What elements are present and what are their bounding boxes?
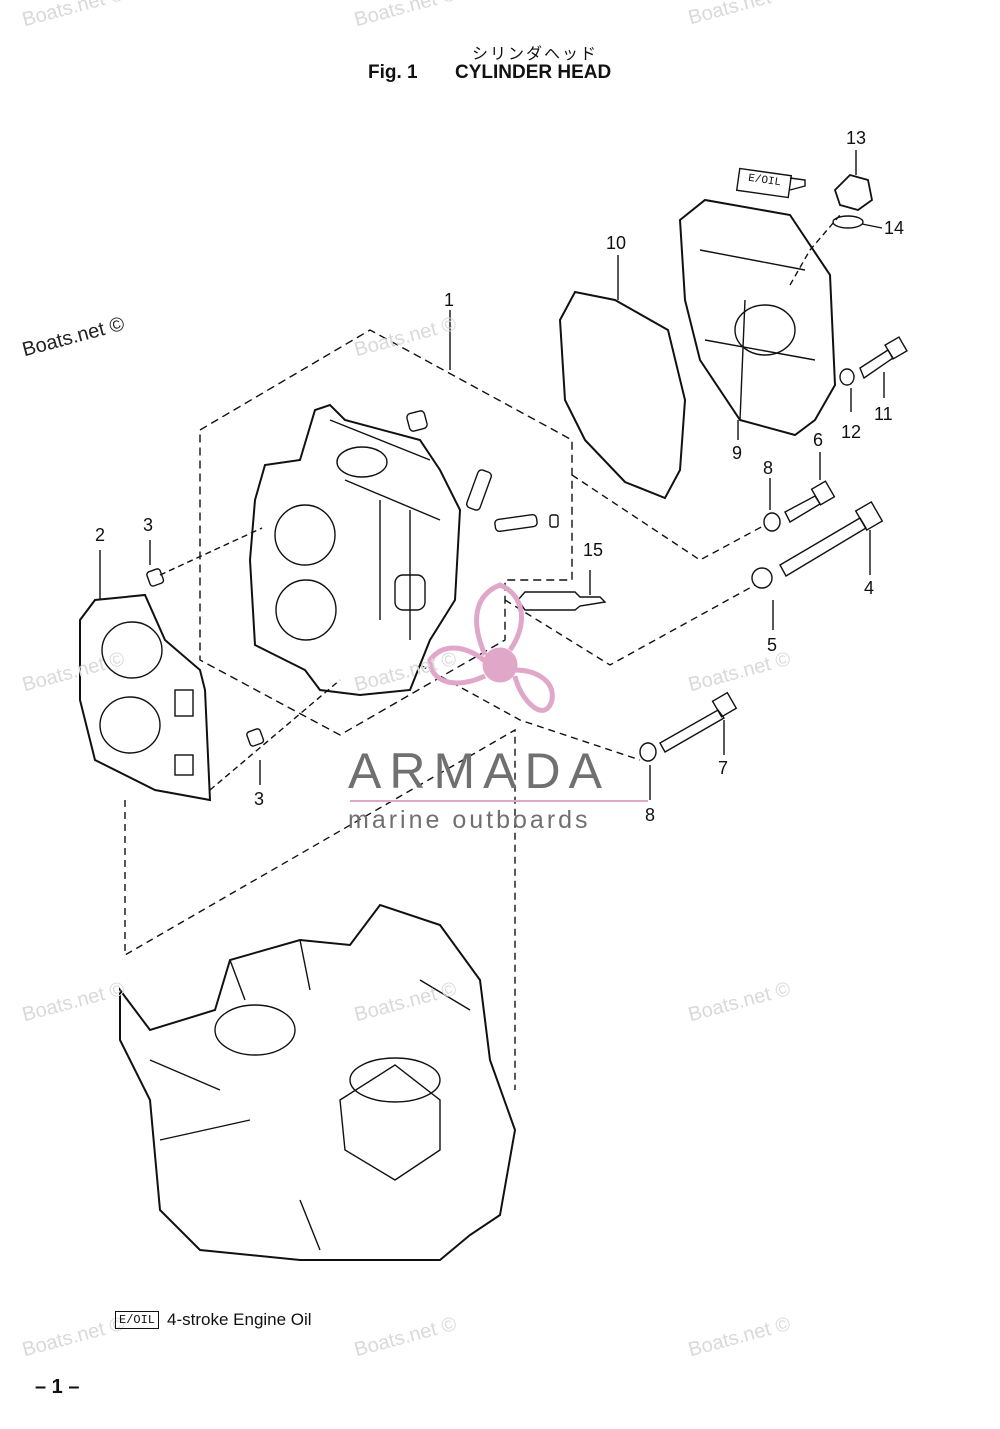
callout-10: 10: [606, 233, 627, 253]
callout-2: 2: [95, 525, 106, 545]
figure-title: CYLINDER HEAD: [455, 62, 612, 83]
bolt-4: [779, 517, 867, 577]
cylinder-head: [248, 403, 462, 697]
o-ring: [832, 215, 864, 229]
callout-15: 15: [583, 540, 604, 560]
callout-3-upper: 3: [143, 515, 154, 535]
assembly-frame: [199, 329, 573, 736]
callout-3-lower: 3: [254, 789, 265, 809]
rocker-cover-gasket: [558, 290, 687, 500]
callout-9: 9: [732, 443, 743, 463]
callout-8-upper: 8: [763, 458, 774, 478]
callout-14: 14: [884, 218, 905, 238]
callout-12: 12: [841, 422, 862, 442]
spark-plug: [517, 591, 607, 611]
callout-1: 1: [444, 290, 455, 310]
callout-11: 11: [874, 404, 893, 424]
brand-name: ARMADA: [348, 743, 610, 799]
figure-number: Fig. 1: [368, 62, 418, 83]
oil-tube: [735, 167, 793, 199]
callout-6: 6: [813, 430, 824, 450]
page-number: – 1 –: [35, 1376, 80, 1398]
armada-propeller-logo: [427, 582, 555, 713]
dowel-pin-lower: [246, 728, 265, 747]
callout-4: 4: [864, 578, 875, 598]
legend-oil-tag: E/OIL: [115, 1311, 160, 1329]
rocker-cover: [678, 198, 837, 437]
bolt-6: [784, 495, 821, 523]
brand-divider: [350, 800, 648, 802]
bolt-7: [659, 709, 726, 753]
bolt-11: [859, 349, 894, 380]
callout-7: 7: [718, 758, 729, 778]
head-gasket: [79, 593, 212, 802]
dowel-pin-upper: [146, 568, 165, 587]
legend: E/OIL 4-stroke Engine Oil: [115, 1310, 312, 1332]
callout-13: 13: [846, 128, 867, 148]
callout-8-lower: 8: [645, 805, 656, 825]
callout-5: 5: [767, 635, 778, 655]
oil-filler-cap: [833, 173, 873, 211]
brand-tagline: marine outboards: [348, 806, 591, 834]
japanese-title: シリンダヘッド: [471, 44, 598, 63]
crankcase-block: [119, 903, 517, 1261]
legend-text: 4-stroke Engine Oil: [167, 1310, 312, 1329]
